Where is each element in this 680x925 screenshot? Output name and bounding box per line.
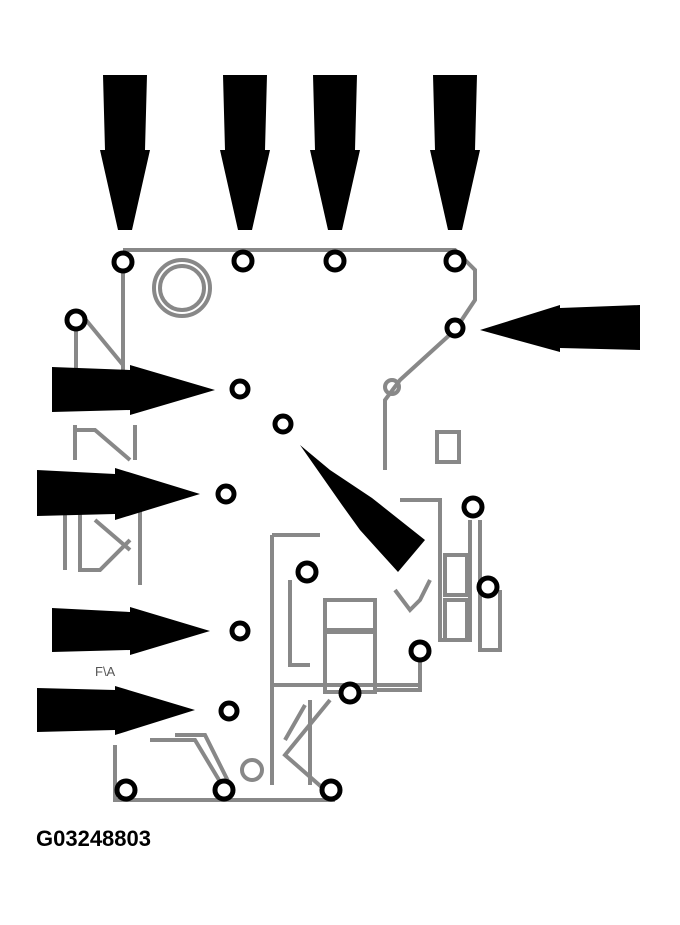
bolt-icon [111, 250, 135, 274]
arrow-down-icon [100, 75, 150, 230]
bolt-icon [215, 483, 237, 505]
valve-body-bolt-diagram: F\A [37, 75, 640, 802]
bolt-icon [319, 778, 343, 802]
arrow-down-icon [310, 75, 360, 230]
bolt-icon [212, 778, 236, 802]
valve-body-outline [63, 248, 502, 802]
bolt-icon [295, 560, 319, 584]
bolt-icon [444, 317, 466, 339]
bolt-icon [272, 413, 294, 435]
arrow-right-icon [52, 365, 215, 415]
arrow-down-icon [430, 75, 480, 230]
arrow-diagonal-icon [300, 445, 425, 572]
bolt-icon [218, 700, 240, 722]
arrow-left-icon [480, 305, 640, 352]
bolt-icon [323, 249, 347, 273]
bolt-icon [114, 778, 138, 802]
bolt-icon [461, 495, 485, 519]
bolt-icon [408, 639, 432, 663]
arrow-right-icon [37, 468, 200, 520]
arrow-down-icon [220, 75, 270, 230]
small-label: F\A [95, 664, 116, 679]
bolt-icon [229, 620, 251, 642]
arrows [37, 75, 640, 735]
bolt-icon [64, 308, 88, 332]
bolt-icon [443, 249, 467, 273]
figure-caption: G03248803 [36, 826, 151, 851]
bolt-icon [338, 681, 362, 705]
bolts [64, 249, 500, 802]
arrow-right-icon [37, 686, 195, 735]
bolt-icon [229, 378, 251, 400]
bolt-icon [231, 249, 255, 273]
arrow-right-icon [52, 607, 210, 655]
bolt-icon [476, 575, 500, 599]
